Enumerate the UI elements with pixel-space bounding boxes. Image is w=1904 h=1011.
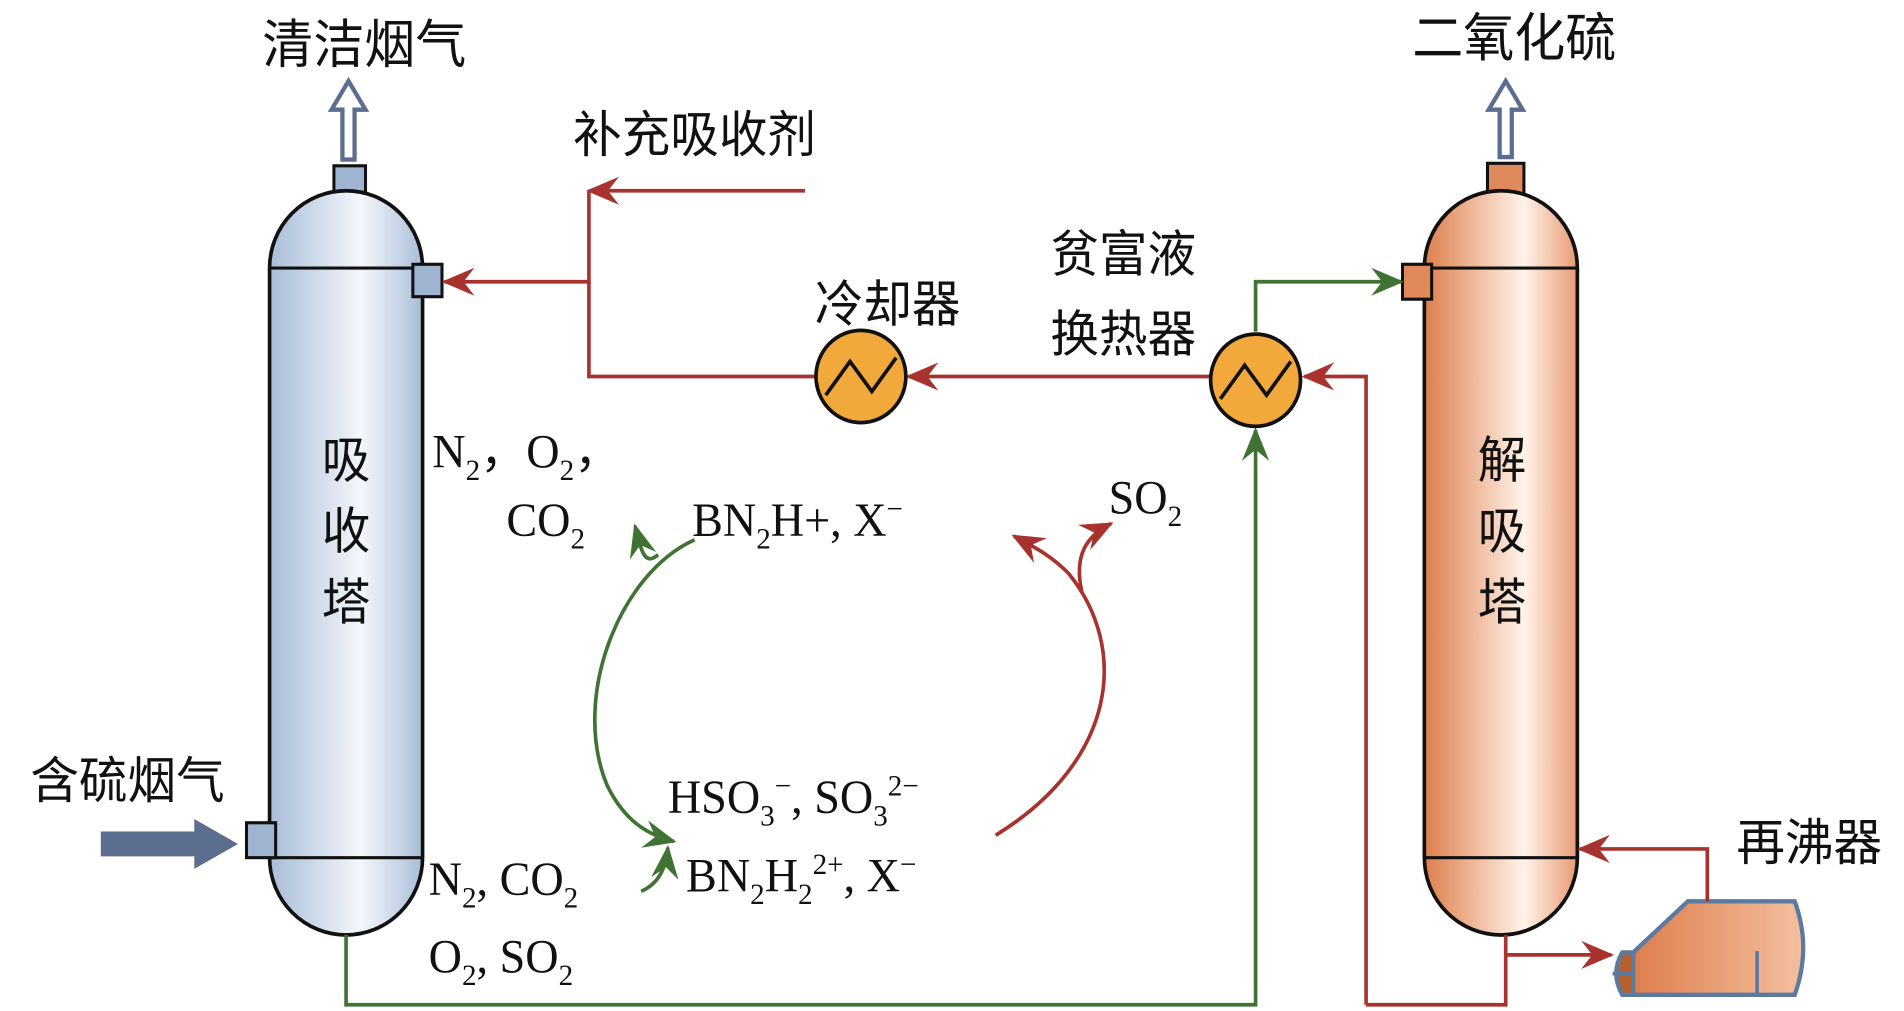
cooler-zigzag-icon xyxy=(824,356,898,397)
clean-gas-up-arrow-icon xyxy=(327,76,370,162)
top-gas-species-line1: N2，O2， xyxy=(432,426,620,487)
sulfur-flue-gas-label: 含硫烟气 xyxy=(30,751,224,810)
sulfur-dioxide-label: 二氧化硫 xyxy=(1412,8,1616,69)
reboiler xyxy=(1612,899,1806,997)
exchanger-zigzag-icon xyxy=(1218,360,1293,401)
rich-species-line2: BN2H22+, X− xyxy=(686,849,916,911)
rich-to-desorber-line xyxy=(1253,267,1405,332)
absorber-label-3: 塔 xyxy=(322,573,371,632)
absorber-shell xyxy=(267,188,425,937)
clean-gas-label: 清洁烟气 xyxy=(262,15,466,76)
heat-exchanger-label-2: 换热器 xyxy=(1050,305,1196,364)
desorber-shell xyxy=(1422,188,1580,937)
absorber-label-2: 收 xyxy=(322,502,371,561)
cooler xyxy=(814,328,908,425)
top-gas-species-line2: CO2 xyxy=(506,495,585,556)
desorber-label-2: 吸 xyxy=(1478,502,1527,561)
so2-up-arrow-icon xyxy=(1484,76,1527,160)
desorber-side-nozzle xyxy=(1400,262,1434,301)
absorber-side-nozzle-top xyxy=(411,262,444,299)
absorbent-feed-line xyxy=(441,190,591,296)
bottom-gas-species-line2: O2, SO2 xyxy=(429,931,574,992)
heat-exchanger-label-1: 贫富液 xyxy=(1050,225,1196,284)
desorber-bottom-return-line xyxy=(1366,934,1508,1007)
absorber-label-1: 吸 xyxy=(322,431,371,490)
co2-release-arrow xyxy=(629,523,660,561)
so2-release-arrow xyxy=(1077,521,1114,593)
gas-enter-arrow xyxy=(640,844,679,894)
cooler-label: 冷却器 xyxy=(815,275,961,334)
reboiler-vapor-return-line xyxy=(1577,834,1710,902)
desorber-label-3: 塔 xyxy=(1478,573,1527,632)
desorption-cycle-arrow xyxy=(994,534,1107,837)
reboiler-label: 再沸器 xyxy=(1736,814,1882,873)
makeup-absorbent-label: 补充吸收剂 xyxy=(573,105,816,164)
desorber-bottom-to-exchanger-line xyxy=(1301,362,1368,1005)
desorber-label-1: 解 xyxy=(1478,431,1527,490)
lean-rich-heat-exchanger xyxy=(1208,332,1303,429)
rich-species-line1: HSO3−, SO32− xyxy=(668,770,919,832)
so2-release-species: SO2 xyxy=(1109,472,1183,533)
bottom-gas-species-line1: N2, CO2 xyxy=(429,854,579,915)
flue-gas-inlet-arrow-icon xyxy=(100,819,239,869)
rich-solution-line xyxy=(344,427,1270,1007)
absorber-side-nozzle-bottom xyxy=(244,821,278,860)
absorption-cycle-arrow xyxy=(592,538,696,848)
cooler-to-absorber-line xyxy=(587,281,816,379)
lean-absorbent-species: BN2H+, X− xyxy=(692,493,903,555)
